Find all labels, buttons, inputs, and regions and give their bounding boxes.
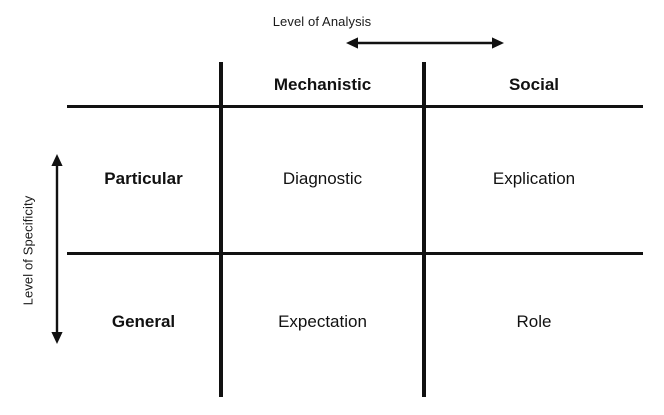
row-header-particular: Particular bbox=[104, 169, 183, 188]
vertical-double-arrow-icon bbox=[51, 154, 63, 344]
cell-particular-mechanistic: Diagnostic bbox=[282, 169, 363, 188]
cell-general-social: Role bbox=[516, 312, 552, 331]
column-divider-line-2 bbox=[422, 62, 426, 397]
column-header-mechanistic: Mechanistic bbox=[273, 75, 372, 94]
cell-general-mechanistic: Expectation bbox=[278, 312, 367, 331]
horizontal-axis-label: Level of Analysis bbox=[272, 14, 372, 29]
horizontal-double-arrow-icon bbox=[346, 37, 504, 49]
row-header-general: General bbox=[111, 312, 176, 331]
cell-particular-social: Explication bbox=[492, 169, 576, 188]
row-separator-line bbox=[67, 252, 643, 255]
column-header-social: Social bbox=[508, 75, 560, 94]
column-divider-line-1 bbox=[219, 62, 223, 397]
header-separator-line bbox=[67, 105, 643, 108]
vertical-axis-label: Level of Specificity bbox=[20, 195, 36, 306]
